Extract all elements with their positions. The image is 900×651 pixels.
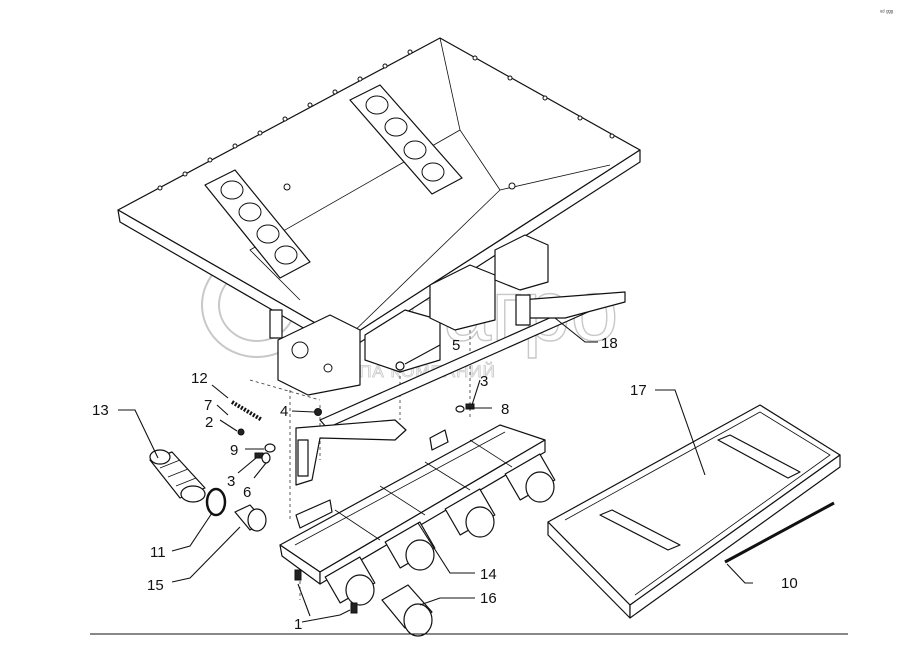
metering-housings <box>269 234 549 396</box>
callout-18: 18 <box>601 335 618 352</box>
callout-4: 4 <box>280 403 288 420</box>
callout-8: 8 <box>501 401 509 418</box>
part-14-outlet-trough <box>279 424 556 606</box>
callout-1: 1 <box>294 616 302 633</box>
callout-13: 13 <box>92 402 109 419</box>
part-16-sleeve <box>381 584 433 637</box>
callout-15: 15 <box>147 577 164 594</box>
part-8-washer <box>455 405 465 413</box>
part-12-spring <box>230 400 264 422</box>
corner-mark: ᵘᵈ ᵍᵍᵍ <box>880 9 893 16</box>
callout-17: 17 <box>630 382 647 399</box>
hopper-outlet-plate-left <box>204 169 311 279</box>
leader-lines <box>118 317 753 623</box>
callout-10: 10 <box>781 575 798 592</box>
trough-outlet-tubes <box>324 453 556 606</box>
callout-7: 7 <box>204 397 212 414</box>
callout-5: 5 <box>452 337 460 354</box>
part-4-nut <box>314 408 322 416</box>
callout-6: 6 <box>243 484 251 501</box>
part-18-lever-shaft <box>295 291 626 486</box>
part-11-ring <box>205 487 227 517</box>
hopper-outlet-plate-right <box>349 84 463 195</box>
part-13-corrugated-sleeve <box>149 449 206 503</box>
callout-2: 2 <box>205 414 213 431</box>
callout-9: 9 <box>230 442 238 459</box>
part-3-bolt-b <box>465 403 475 410</box>
part-5-nut <box>395 361 405 371</box>
callout-11: 11 <box>150 544 166 561</box>
part-1-screws <box>294 569 358 614</box>
callout-14: 14 <box>480 566 497 583</box>
part-6-washer <box>261 452 271 464</box>
hopper-flange-holes <box>157 49 615 191</box>
callout-labels: 1 2 3 3 4 5 6 7 8 9 10 11 12 13 14 15 16… <box>92 335 798 633</box>
part-15-bushing <box>234 504 267 532</box>
hardware-small-parts <box>230 361 475 464</box>
part-9-washer <box>264 443 276 453</box>
callout-3-right: 3 <box>480 373 488 390</box>
part-10-rod <box>724 501 835 564</box>
part-2-bolt-a <box>237 428 245 436</box>
callout-12: 12 <box>191 370 208 387</box>
part-17-tray <box>547 404 841 619</box>
callout-3-left: 3 <box>227 473 235 490</box>
callout-16: 16 <box>480 590 497 607</box>
